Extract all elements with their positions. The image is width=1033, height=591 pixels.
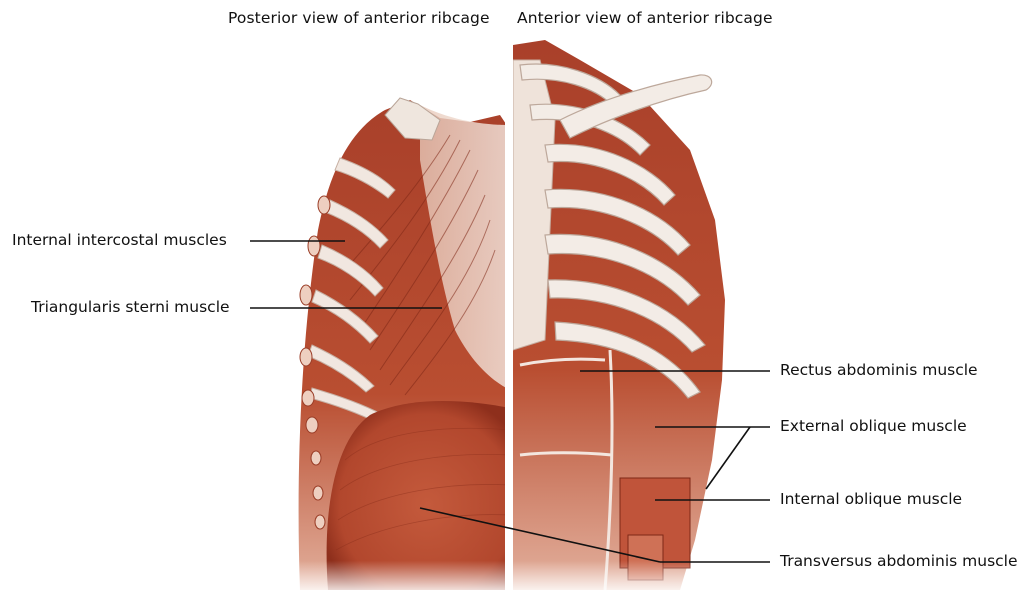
- label-external-oblique: External oblique muscle: [780, 417, 967, 435]
- anterior-ribcage-art: [513, 40, 743, 591]
- label-internal-oblique: Internal oblique muscle: [780, 490, 962, 508]
- heading-anterior-view: Anterior view of anterior ribcage: [517, 9, 773, 27]
- posterior-ribcage-art: [295, 98, 515, 591]
- label-transversus-abdominis: Transversus abdominis muscle: [780, 552, 1018, 570]
- view-divider: [505, 40, 513, 591]
- label-internal-intercostal: Internal intercostal muscles: [12, 231, 227, 249]
- label-triangularis-sterni: Triangularis sterni muscle: [31, 298, 230, 316]
- anterior-fade: [513, 470, 743, 591]
- heading-posterior-view: Posterior view of anterior ribcage: [228, 9, 490, 27]
- label-rectus-abdominis: Rectus abdominis muscle: [780, 361, 978, 379]
- posterior-fade: [295, 470, 515, 591]
